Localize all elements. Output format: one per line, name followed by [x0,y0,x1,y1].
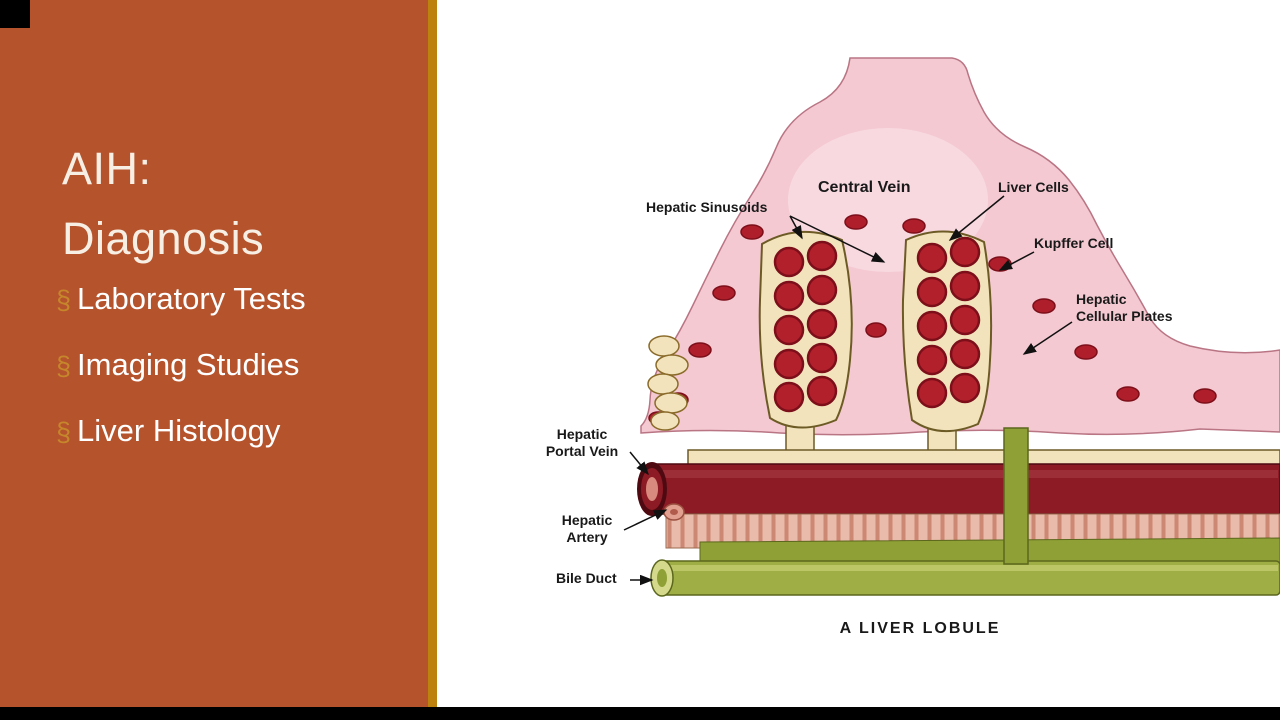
bullet-item: §Liver Histology [56,414,306,449]
liver-cells-label: Liver Cells [998,179,1069,195]
bullet-marker: § [56,417,72,447]
bullet-label: Imaging Studies [77,347,300,382]
title-line-2: Diagnosis [62,213,265,264]
diagram-caption: A LIVER LOBULE [839,620,1001,637]
slide-title: AIH: Diagnosis [62,134,264,274]
corner-accent-block [0,0,30,28]
leader-lines [623,195,1073,586]
bile-duct-tubes [650,537,1280,597]
kupffer-cell-label: Kupffer Cell [1034,235,1114,251]
bullet-marker: § [56,285,72,315]
bullet-label: Liver Histology [77,413,281,448]
panel-divider [428,0,437,707]
hepatic-portal-vein-label: Hepatic Portal Vein [545,426,619,459]
bullet-list: §Laboratory Tests §Imaging Studies §Live… [56,282,306,480]
hepatic-portal-vein-tube [637,462,1280,516]
hepatic-cellular-plates-label: Hepatic Cellular Plates [1076,291,1173,324]
bullet-marker: § [56,351,72,381]
hepatic-cellular-plates-shapes [758,230,993,433]
slide-text-panel: AIH: Diagnosis §Laboratory Tests §Imagin… [0,0,428,707]
bullet-label: Laboratory Tests [77,281,306,316]
bile-duct-label: Bile Duct [556,570,617,586]
hepatic-sinusoids-label: Hepatic Sinusoids [646,199,768,215]
portal-branch-coil [647,335,689,431]
bullet-item: §Imaging Studies [56,348,306,383]
title-line-1: AIH: [62,143,152,194]
central-vein-label: Central Vein [818,179,911,196]
hepatic-artery-label: Hepatic Artery [561,512,613,545]
bullet-item: §Laboratory Tests [56,282,306,317]
bottom-letterbox-bar [0,707,1280,720]
green-duct-branch [1003,427,1029,565]
